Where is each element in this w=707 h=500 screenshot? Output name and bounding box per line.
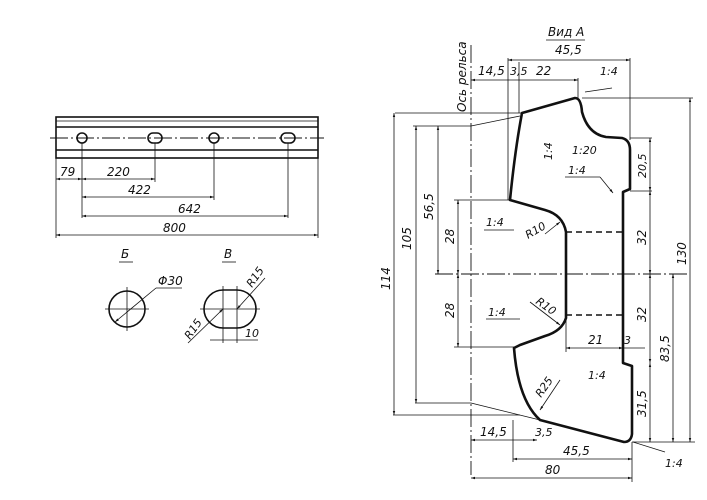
dim-top-22: 22 [536,64,551,78]
dim-top-14-5: 14,5 [478,64,505,78]
dim-r15-lower: R15 [182,317,205,342]
dim-top-45-5: 45,5 [555,43,582,57]
slope-6: 1:4 [488,306,506,319]
dim-32-upper: 32 [635,230,649,245]
rail-axis-label: Ось рельса [455,41,469,112]
dim-800: 800 [163,221,186,235]
slope-7: 1:4 [588,369,606,382]
dim-bottom-80: 80 [545,463,561,477]
radius-r10-upper: R10 [523,220,548,242]
dim-28-upper: 28 [443,228,457,244]
slope-4: 1:4 [568,164,586,177]
dim-32-lower: 32 [635,307,649,322]
view-title: Вид А [548,25,584,39]
dim-21: 21 [588,333,603,347]
joint-bar-view: 79 220 422 642 800 [50,116,324,238]
slope-2: 1:4 [542,142,555,160]
dim-28-lower: 28 [443,302,457,318]
dim-642: 642 [178,202,201,216]
dim-bottom-45-5: 45,5 [563,444,590,458]
dim-bottom-14-5: 14,5 [480,425,507,439]
dim-31-5: 31,5 [635,390,649,417]
bar-outline [55,116,319,159]
dim-114: 114 [379,267,393,290]
dim-56-5: 56,5 [422,193,436,220]
dim-bottom-3-5: 3,5 [535,426,553,439]
dim-r15-upper: R15 [244,265,267,290]
dim-3: 3 [624,334,631,347]
dim-diameter-30: Φ30 [158,274,183,288]
slope-1: 1:4 [600,65,618,78]
dim-130: 130 [675,242,689,265]
slope-8: 1:4 [665,457,683,470]
slope-3: 1:20 [572,144,597,157]
joint-bar-profile [508,96,634,444]
radius-r25: R25 [533,375,556,400]
dim-220: 220 [107,165,130,179]
profile-view: Вид А Ось рельса 45,5 14,5 3,5 22 1:4 1:… [379,25,695,482]
dim-10: 10 [245,327,259,340]
hole-details: Б Φ30 В R15 R15 10 [105,247,267,344]
dim-20-5: 20,5 [636,154,649,179]
detail-label-v: В [224,247,232,261]
slope-5: 1:4 [486,216,504,229]
dim-105: 105 [400,227,414,250]
dim-422: 422 [128,183,151,197]
dim-79: 79 [60,165,75,179]
dim-83-5: 83,5 [658,335,672,362]
detail-label-b: Б [121,247,129,261]
dim-top-3-5: 3,5 [510,65,528,78]
